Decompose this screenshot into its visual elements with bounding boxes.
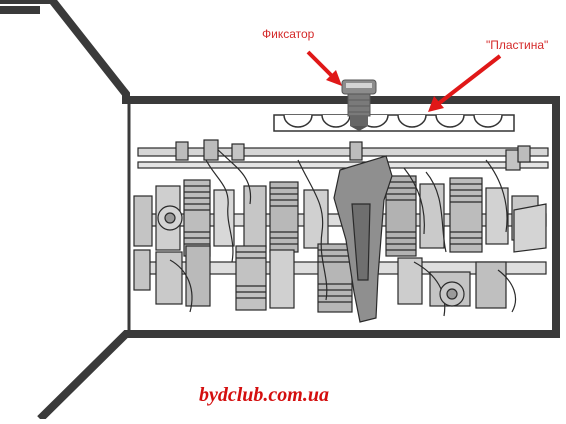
detent-plate [273, 114, 515, 132]
gear-assembly [133, 139, 549, 323]
arrow-to-plate [428, 54, 502, 112]
latch-bolt [341, 79, 377, 131]
arrow-to-latch [306, 50, 342, 86]
latch-label: Фиксатор [262, 27, 315, 41]
plate-label: "Пластина" [486, 38, 549, 52]
watermark-text: bydclub.com.ua [199, 384, 329, 406]
